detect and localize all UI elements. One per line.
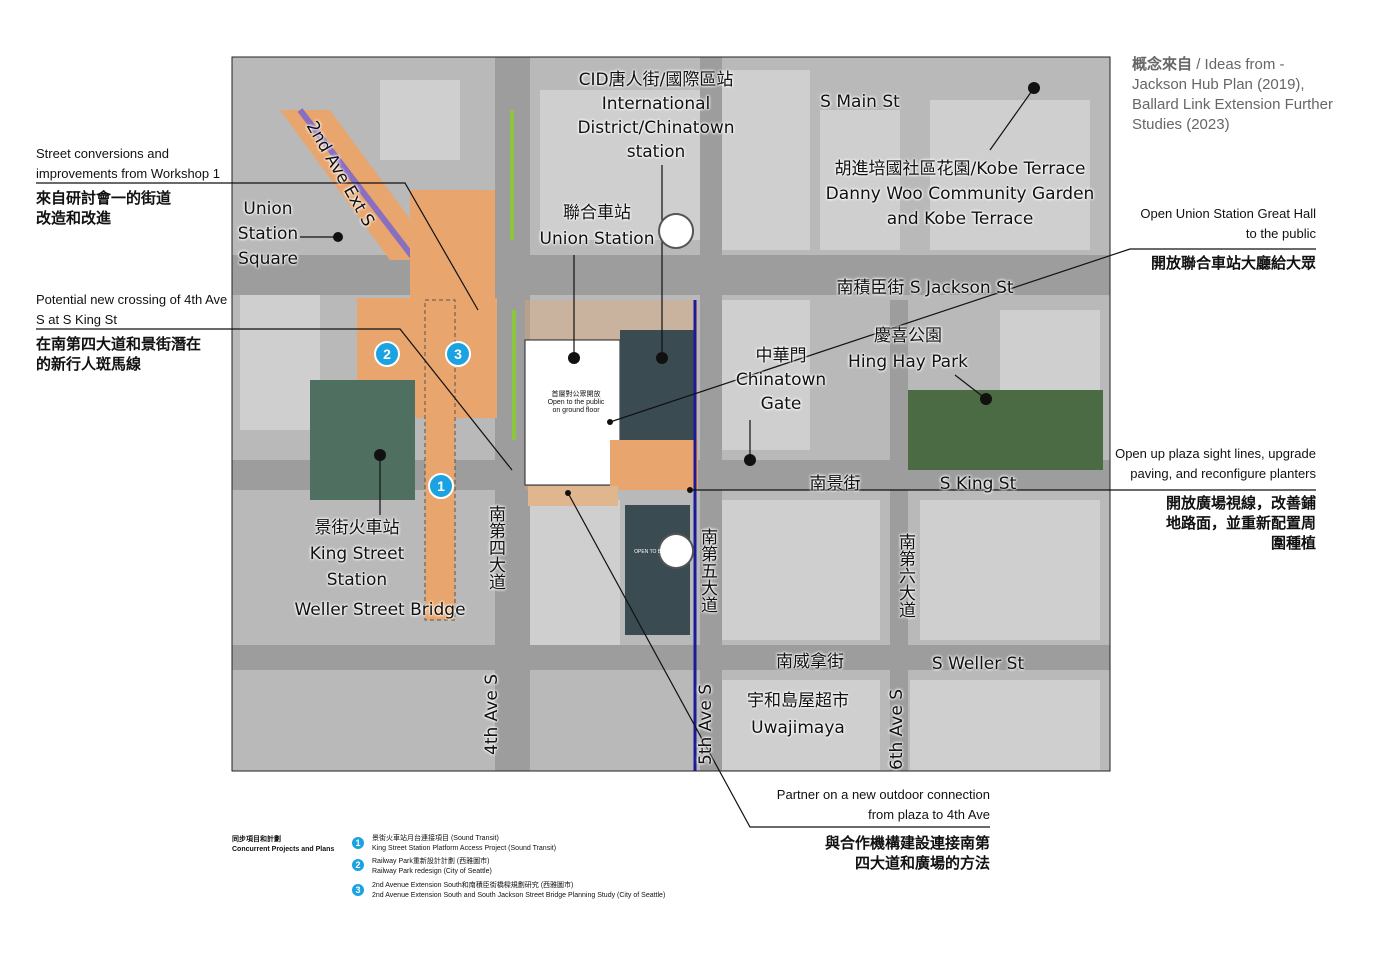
plaza bbox=[610, 440, 698, 490]
light-rail-icon bbox=[658, 213, 695, 249]
legend-marker-3: 3 bbox=[352, 884, 364, 896]
legend-item-1: 景街火車站月台連接項目 (Sound Transit)King Street S… bbox=[372, 835, 557, 852]
marker-3: 3 bbox=[445, 341, 471, 367]
legend-marker-2: 2 bbox=[352, 859, 364, 871]
4th-ave-label: 4th Ave S bbox=[482, 673, 502, 755]
6th-ave-zh-label: 南第六大道 bbox=[895, 533, 915, 618]
6th-ave-label: 6th Ave S bbox=[887, 688, 907, 770]
king-st-label: S King St bbox=[939, 474, 1017, 494]
city-blocks bbox=[240, 70, 1100, 770]
weller-street-bridge-label: Weller Street Bridge bbox=[294, 600, 466, 620]
source-note: 概念來自 / Ideas from -Jackson Hub Plan (201… bbox=[1132, 55, 1333, 133]
weller-st-zh-label: 南威拿街 bbox=[776, 652, 844, 672]
king-st-zh-label: 南景街 bbox=[809, 474, 861, 494]
s-main-st-label: S Main St bbox=[820, 92, 900, 112]
5th-ave-zh-label: 南第五大道 bbox=[697, 528, 717, 613]
weller-st-label: S Weller St bbox=[931, 654, 1025, 674]
king-street-station-roof bbox=[310, 380, 415, 500]
open-to-below-label: OPEN TO BELOW bbox=[634, 549, 676, 555]
legend-item-3: 2nd Avenue Extension South和南積臣街橋樑規劃研究 (西… bbox=[372, 882, 666, 899]
legend-marker-1: 1 bbox=[352, 837, 364, 849]
transit-station-icons bbox=[658, 213, 695, 569]
light-rail-icon bbox=[658, 533, 695, 569]
s-jackson-st-label: 南積臣街 S Jackson St bbox=[836, 278, 1014, 298]
leader-lines bbox=[36, 87, 1316, 828]
legend-item-2: Railway Park重新設計計劃 (西雅圖市)Railway Park re… bbox=[372, 858, 492, 875]
marker-2: 2 bbox=[374, 341, 400, 367]
marker-1: 1 bbox=[428, 473, 454, 499]
4th-ave-zh-label: 南第四大道 bbox=[485, 505, 505, 590]
union-station-building bbox=[524, 339, 621, 486]
5th-ave-label: 5th Ave S bbox=[696, 683, 716, 765]
hing-hay-park bbox=[908, 390, 1103, 470]
